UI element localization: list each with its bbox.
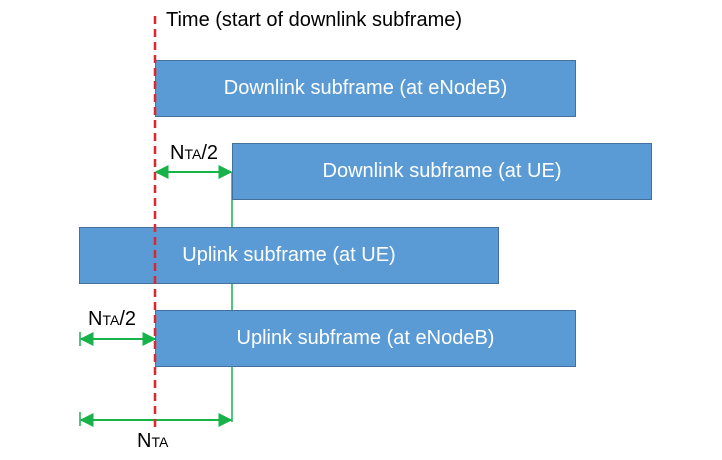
nta-full-label: NTA xyxy=(137,430,169,452)
downlink-subframe-enodeb-label: Downlink subframe (at eNodeB) xyxy=(223,77,508,99)
downlink-subframe-ue-label: Downlink subframe (at UE) xyxy=(322,160,562,182)
time-reference-label: Time (start of downlink subframe) xyxy=(166,9,463,31)
uplink-subframe-ue: Uplink subframe (at UE) xyxy=(79,227,499,284)
nta-half-label-bottom: NTA/2 xyxy=(88,308,136,330)
uplink-subframe-ue-label: Uplink subframe (at UE) xyxy=(182,244,396,266)
uplink-subframe-enodeb: Uplink subframe (at eNodeB) xyxy=(155,310,576,367)
downlink-subframe-ue: Downlink subframe (at UE) xyxy=(232,143,652,200)
nta-half-label-top: NTA/2 xyxy=(170,142,218,164)
uplink-subframe-enodeb-label: Uplink subframe (at eNodeB) xyxy=(236,327,495,349)
downlink-subframe-enodeb: Downlink subframe (at eNodeB) xyxy=(155,60,576,117)
